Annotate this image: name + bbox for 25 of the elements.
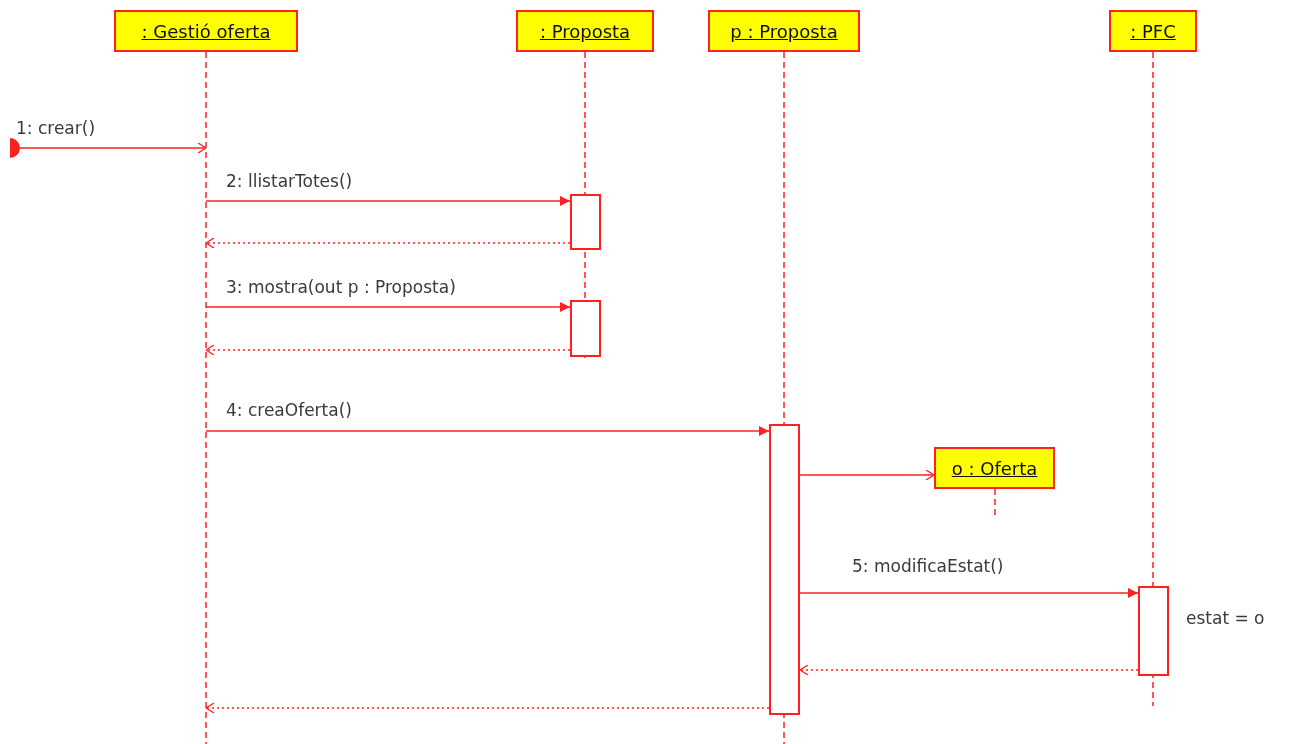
message-arrow [799,469,935,481]
message-arrow [9,138,207,158]
message-arrow [205,196,571,206]
object-name: p : Proposta [730,20,838,42]
return-arrow [205,702,770,714]
activation-bar [570,194,601,250]
message-arrow [799,588,1139,598]
return-arrow [205,237,571,249]
activation-bar [570,300,601,357]
message-label: 2: llistarTotes() [226,171,353,191]
message-arrow [205,302,571,312]
message-label: 5: modificaEstat() [852,556,1004,576]
note-text: estat = o [1186,608,1265,628]
message-arrow [205,426,770,436]
activation-bar [1138,586,1169,676]
object-name: : PFC [1130,20,1176,42]
object-name: o : Oferta [951,457,1038,479]
message-label: 4: creaOferta() [226,400,352,420]
return-arrow [205,344,571,356]
object-name: : Proposta [539,20,631,42]
message-label: 3: mostra(out p : Proposta) [226,277,456,297]
object-name: : Gestió oferta [141,20,271,42]
message-label: 1: crear() [16,118,96,138]
activation-bar [769,424,800,715]
return-arrow [799,664,1139,676]
